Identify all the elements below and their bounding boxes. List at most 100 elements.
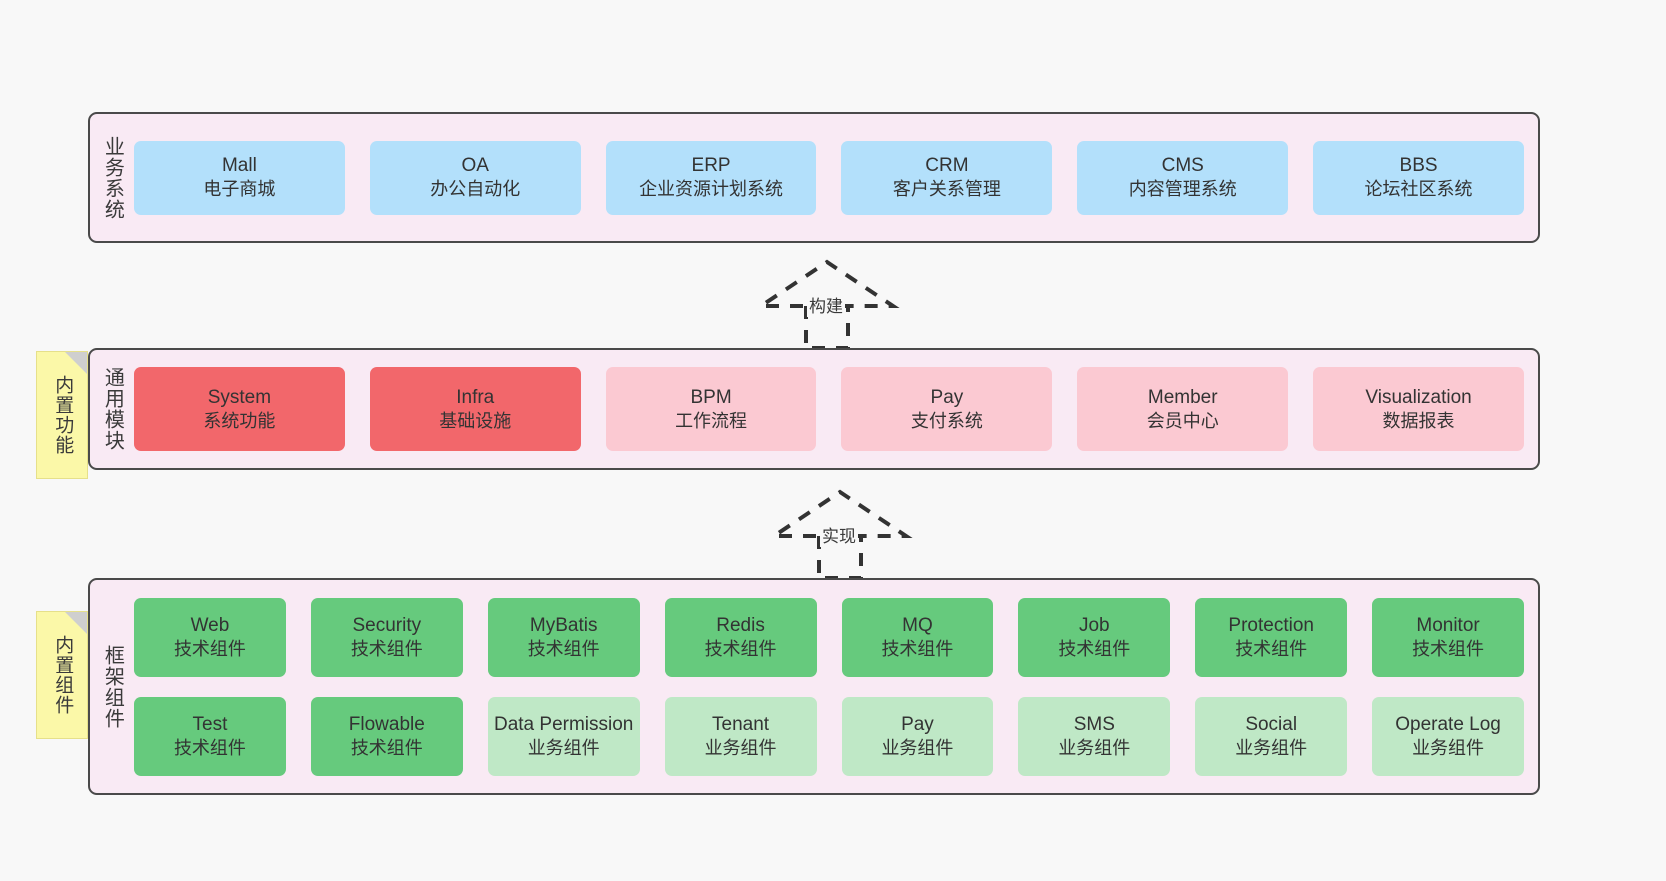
layer-label-common-modules: 通用模块 <box>101 367 124 451</box>
card-bpm[interactable]: BPM 工作流程 <box>605 367 817 451</box>
card-subtitle: 电子商城 <box>203 179 276 200</box>
card-title: Monitor <box>1416 614 1480 636</box>
card-title: Test <box>192 713 228 735</box>
card-row: System 系统功能 Infra 基础设施 BPM 工作流程 Pay 支付系统… <box>134 367 1524 451</box>
realization-arrow-icon <box>767 489 913 580</box>
card-erp[interactable]: ERP 企业资源计划系统 <box>605 140 817 215</box>
card-row: Mall 电子商城 OA 办公自动化 ERP 企业资源计划系统 CRM 客户关系… <box>134 140 1524 215</box>
card-title: ERP <box>691 155 731 177</box>
card-title: Infra <box>456 386 495 408</box>
card-title: Operate Log <box>1395 713 1501 735</box>
card-subtitle: 业务组件 <box>1412 737 1485 758</box>
card-subtitle: 支付系统 <box>910 410 983 431</box>
card-subtitle: 基础设施 <box>439 410 512 431</box>
card-title: Data Permission <box>493 713 634 735</box>
card-subtitle: 业务组件 <box>1235 737 1308 758</box>
card-subtitle: 技术组件 <box>1058 638 1131 659</box>
card-subtitle: 技术组件 <box>350 737 423 758</box>
card-mybatis[interactable]: MyBatis 技术组件 <box>487 597 640 677</box>
card-tenant[interactable]: Tenant 业务组件 <box>664 696 817 776</box>
card-oa[interactable]: OA 办公自动化 <box>369 140 581 215</box>
card-subtitle: 论坛社区系统 <box>1364 179 1473 200</box>
card-subtitle: 技术组件 <box>527 638 600 659</box>
sticky-note-builtin-components: 内置组件 <box>36 611 88 739</box>
card-subtitle: 技术组件 <box>881 638 954 659</box>
card-title: CRM <box>925 155 969 177</box>
card-cms[interactable]: CMS 内容管理系统 <box>1077 140 1289 215</box>
card-job[interactable]: Job 技术组件 <box>1018 597 1171 677</box>
folded-corner-icon <box>65 352 87 374</box>
card-mq[interactable]: MQ 技术组件 <box>841 597 994 677</box>
card-title: Pay <box>901 713 934 735</box>
card-system[interactable]: System 系统功能 <box>134 367 345 451</box>
card-subtitle: 业务组件 <box>1058 737 1131 758</box>
card-title: Protection <box>1228 614 1314 636</box>
card-subtitle: 业务组件 <box>527 737 600 758</box>
card-subtitle: 数据报表 <box>1382 410 1455 431</box>
card-title: Redis <box>716 614 765 636</box>
layer-body-common-modules: System 系统功能 Infra 基础设施 BPM 工作流程 Pay 支付系统… <box>134 350 1538 468</box>
card-security[interactable]: Security 技术组件 <box>310 597 463 677</box>
connector-label: 实现 <box>820 522 858 547</box>
card-flowable[interactable]: Flowable 技术组件 <box>310 696 463 776</box>
card-subtitle: 技术组件 <box>1235 638 1308 659</box>
card-subtitle: 业务组件 <box>881 737 954 758</box>
sticky-note-label: 内置功能 <box>52 375 74 455</box>
card-web[interactable]: Web 技术组件 <box>134 597 286 677</box>
card-title: MQ <box>902 614 933 636</box>
layer-label-framework-components: 框架组件 <box>101 644 124 729</box>
card-sms[interactable]: SMS 业务组件 <box>1018 696 1171 776</box>
card-monitor[interactable]: Monitor 技术组件 <box>1372 597 1524 677</box>
layer-common-modules: 通用模块 System 系统功能 Infra 基础设施 BPM 工作流程 Pay… <box>88 348 1540 470</box>
card-subtitle: 技术组件 <box>173 638 246 659</box>
card-title: Visualization <box>1365 386 1472 408</box>
layer-body-framework-components: Web 技术组件 Security 技术组件 MyBatis 技术组件 Redi… <box>134 580 1538 793</box>
card-title: BBS <box>1399 155 1438 177</box>
card-subtitle: 客户关系管理 <box>892 179 1001 200</box>
layer-label-business-systems: 业务系统 <box>101 135 124 220</box>
layer-framework-components: 框架组件 Web 技术组件 Security 技术组件 MyBatis 技术组件… <box>88 578 1540 795</box>
card-protection[interactable]: Protection 技术组件 <box>1195 597 1348 677</box>
card-subtitle: 办公自动化 <box>430 179 521 200</box>
connector-build: 构建 <box>754 258 905 350</box>
card-title: OA <box>461 155 489 177</box>
card-infra[interactable]: Infra 基础设施 <box>369 367 581 451</box>
card-row: Web 技术组件 Security 技术组件 MyBatis 技术组件 Redi… <box>134 597 1524 677</box>
card-title: MyBatis <box>529 614 598 636</box>
card-test[interactable]: Test 技术组件 <box>134 696 286 776</box>
card-member[interactable]: Member 会员中心 <box>1077 367 1289 451</box>
card-subtitle: 内容管理系统 <box>1128 179 1237 200</box>
card-title: Tenant <box>712 713 770 735</box>
sticky-note-builtin-functions: 内置功能 <box>36 351 88 479</box>
card-data-permission[interactable]: Data Permission 业务组件 <box>487 696 640 776</box>
card-title: Social <box>1245 713 1298 735</box>
card-operate-log[interactable]: Operate Log 业务组件 <box>1372 696 1524 776</box>
card-subtitle: 技术组件 <box>350 638 423 659</box>
folded-corner-icon <box>65 612 87 634</box>
card-pay[interactable]: Pay 支付系统 <box>841 367 1053 451</box>
card-redis[interactable]: Redis 技术组件 <box>664 597 817 677</box>
card-subtitle: 业务组件 <box>704 737 777 758</box>
card-subtitle: 企业资源计划系统 <box>639 179 784 200</box>
card-subtitle: 系统功能 <box>203 410 276 431</box>
card-title: Job <box>1078 614 1110 636</box>
realization-arrow-icon <box>754 259 900 350</box>
card-row: Test 技术组件 Flowable 技术组件 Data Permission … <box>134 696 1524 776</box>
card-crm[interactable]: CRM 客户关系管理 <box>841 140 1053 215</box>
card-pay-business[interactable]: Pay 业务组件 <box>841 696 994 776</box>
card-title: System <box>207 386 272 408</box>
card-mall[interactable]: Mall 电子商城 <box>134 140 345 215</box>
connector-implement: 实现 <box>767 488 918 580</box>
card-subtitle: 技术组件 <box>173 737 246 758</box>
card-bbs[interactable]: BBS 论坛社区系统 <box>1313 140 1524 215</box>
card-subtitle: 会员中心 <box>1146 410 1219 431</box>
card-title: SMS <box>1073 713 1115 735</box>
card-title: CMS <box>1161 155 1204 177</box>
card-social[interactable]: Social 业务组件 <box>1195 696 1348 776</box>
card-subtitle: 技术组件 <box>1412 638 1485 659</box>
layer-business-systems: 业务系统 Mall 电子商城 OA 办公自动化 ERP 企业资源计划系统 CRM… <box>88 112 1540 243</box>
card-visualization[interactable]: Visualization 数据报表 <box>1313 367 1524 451</box>
card-title: Web <box>190 614 230 636</box>
card-title: Mall <box>221 155 257 177</box>
